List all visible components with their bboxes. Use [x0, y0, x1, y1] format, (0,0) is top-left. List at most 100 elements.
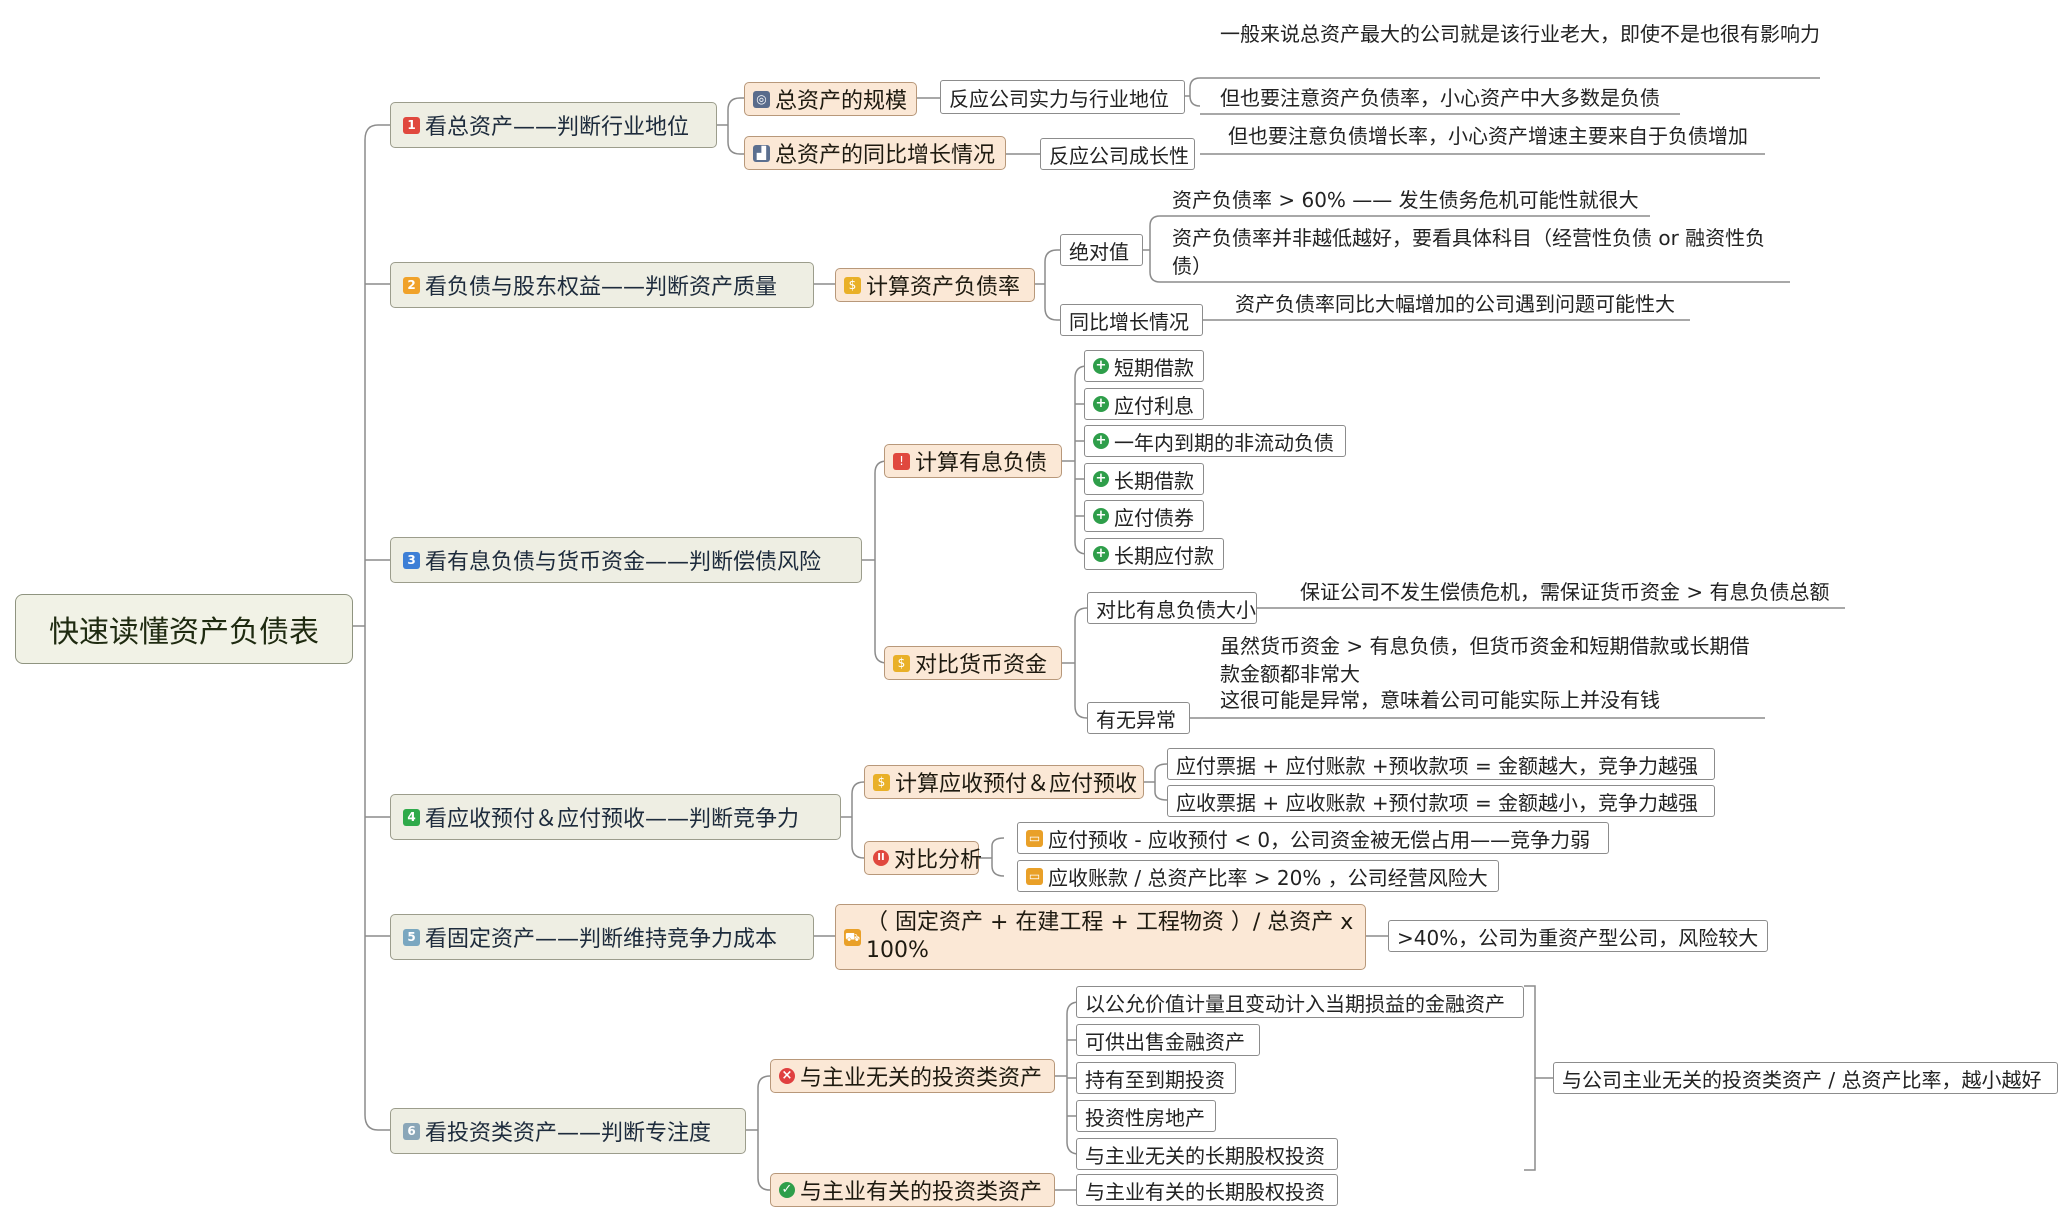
- leaf-label: 投资性房地产: [1085, 1105, 1205, 1130]
- leaf-absolute-value[interactable]: 绝对值: [1060, 234, 1143, 266]
- leaf-label: 应付预收 - 应收预付 < 0，公司资金被无偿占用——竞争力弱: [1048, 827, 1591, 852]
- leaf-compare-debt-size[interactable]: 对比有息负债大小: [1087, 592, 1257, 624]
- leaf-label: 与主业有关的长期股权投资: [1085, 1179, 1325, 1204]
- cross-circle-icon: ×: [779, 1068, 795, 1084]
- leaf-payables-formula[interactable]: 应付票据 + 应付账款 +预收款项 = 金额越大，竞争力越强: [1167, 748, 1715, 780]
- subtopic-related-investments[interactable]: ✓ 与主业有关的投资类资产: [770, 1173, 1055, 1207]
- branch-2-topic[interactable]: 2 看负债与股东权益——判断资产质量: [390, 262, 814, 308]
- priority-2-icon: 2: [403, 276, 420, 294]
- leaf-anomaly[interactable]: 有无异常: [1087, 702, 1190, 734]
- leaf-receivables-formula[interactable]: 应收票据 + 应收账款 +预付款项 = 金额越小，竞争力越强: [1167, 785, 1715, 817]
- note-debt-ratio-increase: 资产负债率同比大幅增加的公司遇到问题可能性大: [1235, 292, 1675, 316]
- thermometer-icon: !: [893, 452, 910, 470]
- subtopic-label: 与主业无关的投资类资产: [800, 1066, 1043, 1091]
- note-cash-greater-than-debt: 保证公司不发生偿债危机，需保证货币资金 > 有息负债总额: [1300, 580, 1830, 604]
- leaf-available-for-sale[interactable]: 可供出售金融资产: [1076, 1024, 1260, 1056]
- leaf-investment-property[interactable]: 投资性房地产: [1076, 1100, 1216, 1132]
- subtopic-label: 计算资产负债率: [866, 275, 1021, 300]
- leaf-label: 反应公司成长性: [1049, 143, 1189, 168]
- branch-6-topic[interactable]: 6 看投资类资产——判断专注度: [390, 1108, 746, 1154]
- priority-1-icon: 1: [403, 116, 420, 134]
- subtopic-label: （ 固定资产 + 在建工程 + 工程物资 ）/ 总资产 x 100%: [866, 910, 1354, 963]
- leaf-investment-ratio-summary[interactable]: 与公司主业无关的投资类资产 / 总资产比率，越小越好: [1553, 1062, 2058, 1094]
- note-industry-leader: 一般来说总资产最大的公司就是该行业老大，即使不是也很有影响力: [1220, 22, 1820, 46]
- plus-circle-icon: +: [1093, 508, 1109, 524]
- leaf-label: 与主业无关的长期股权投资: [1085, 1143, 1325, 1168]
- subtopic-total-assets-growth[interactable]: ▟ 总资产的同比增长情况: [744, 136, 1006, 170]
- leaf-fair-value-assets[interactable]: 以公允价值计量且变动计入当期损益的金融资产: [1076, 986, 1524, 1018]
- leaf-current-noncurrent-liabilities[interactable]: + 一年内到期的非流动负债: [1084, 425, 1346, 457]
- leaf-label: 持有至到期投资: [1085, 1067, 1225, 1092]
- comment-icon: ▭: [1026, 867, 1043, 885]
- leaf-label: 应付债券: [1114, 505, 1194, 530]
- branch-5-topic[interactable]: 5 看固定资产——判断维持竞争力成本: [390, 914, 814, 960]
- branch-5-label: 看固定资产——判断维持竞争力成本: [425, 927, 778, 952]
- subtopic-comparative-analysis[interactable]: II 对比分析: [864, 841, 983, 875]
- branch-1-label: 看总资产——判断行业地位: [425, 115, 690, 140]
- leaf-yoy-growth[interactable]: 同比增长情况: [1060, 304, 1203, 336]
- subtopic-label: 计算应收预付＆应付预收: [895, 772, 1138, 797]
- subtopic-debt-ratio[interactable]: $ 计算资产负债率: [835, 268, 1035, 302]
- root-label: 快速读懂资产负债表: [49, 615, 319, 650]
- leaf-interest-payable[interactable]: + 应付利息: [1084, 388, 1204, 420]
- subtopic-label: 与主业有关的投资类资产: [800, 1180, 1043, 1205]
- branch-1-topic[interactable]: 1 看总资产——判断行业地位: [390, 102, 717, 148]
- check-circle-icon: ✓: [779, 1182, 795, 1198]
- subtopic-label: 对比货币资金: [915, 653, 1048, 678]
- subtopic-unrelated-investments[interactable]: × 与主业无关的投资类资产: [770, 1059, 1055, 1093]
- subtopic-label: 总资产的规模: [775, 89, 908, 114]
- leaf-label: 短期借款: [1114, 355, 1194, 380]
- leaf-company-growth[interactable]: 反应公司成长性: [1040, 138, 1195, 170]
- leaf-label: 一年内到期的非流动负债: [1114, 430, 1334, 455]
- subtopic-label: 总资产的同比增长情况: [775, 143, 996, 168]
- money-bag-icon: $: [844, 276, 861, 294]
- plus-circle-icon: +: [1093, 433, 1109, 449]
- root-topic[interactable]: 快速读懂资产负债表: [15, 594, 353, 664]
- dollar-icon: $: [893, 654, 910, 672]
- subtopic-fixed-assets-formula[interactable]: ⛟ （ 固定资产 + 在建工程 + 工程物资 ）/ 总资产 x 100%: [835, 904, 1366, 970]
- comment-icon: ▭: [1026, 829, 1043, 847]
- plus-circle-icon: +: [1093, 471, 1109, 487]
- subtopic-interest-bearing-debt[interactable]: ! 计算有息负债: [884, 444, 1062, 478]
- leaf-heavy-asset[interactable]: >40%，公司为重资产型公司，风险较大: [1388, 920, 1768, 952]
- leaf-long-term-loans[interactable]: + 长期借款: [1084, 463, 1204, 495]
- note-may-be-anomaly: 这很可能是异常，意味着公司可能实际上并没有钱: [1220, 688, 1660, 712]
- leaf-label: 对比有息负债大小: [1096, 597, 1256, 622]
- subtopic-label: 对比分析: [894, 848, 983, 873]
- leaf-bonds-payable[interactable]: + 应付债券: [1084, 500, 1204, 532]
- subtopic-compare-cash[interactable]: $ 对比货币资金: [884, 646, 1062, 680]
- leaf-long-term-payables[interactable]: + 长期应付款: [1084, 538, 1224, 570]
- note-debt-ratio-caution: 但也要注意资产负债率，小心资产中大多数是负债: [1220, 86, 1660, 110]
- priority-3-icon: 3: [403, 551, 420, 569]
- cart-icon: ⛟: [844, 928, 861, 946]
- leaf-label: 可供出售金融资产: [1085, 1029, 1245, 1054]
- plus-circle-icon: +: [1093, 396, 1109, 412]
- leaf-label: 应收账款 / 总资产比率 > 20% ，公司经营风险大: [1048, 865, 1488, 890]
- leaf-short-term-loans[interactable]: + 短期借款: [1084, 350, 1204, 382]
- leaf-unrelated-equity[interactable]: 与主业无关的长期股权投资: [1076, 1138, 1338, 1170]
- leaf-label: 应付票据 + 应付账款 +预收款项 = 金额越大，竞争力越强: [1176, 753, 1699, 778]
- branch-3-label: 看有息负债与货币资金——判断偿债风险: [425, 550, 822, 575]
- subtopic-receivables-payables[interactable]: $ 计算应收预付＆应付预收: [864, 765, 1144, 799]
- branch-4-label: 看应收预付＆应付预收——判断竞争力: [425, 807, 800, 832]
- leaf-label: >40%，公司为重资产型公司，风险较大: [1397, 925, 1759, 950]
- leaf-label: 绝对值: [1069, 239, 1129, 264]
- branch-3-topic[interactable]: 3 看有息负债与货币资金——判断偿债风险: [390, 537, 862, 583]
- note-debt-ratio-not-lower-better: 资产负债率并非越低越好，要看具体科目（经营性负债 or 融资性负债）: [1172, 226, 1766, 278]
- note-debt-ratio-60: 资产负债率 > 60% —— 发生债务危机可能性就很大: [1172, 188, 1639, 212]
- leaf-company-strength[interactable]: 反应公司实力与行业地位: [940, 80, 1185, 114]
- leaf-label: 与公司主业无关的投资类资产 / 总资产比率，越小越好: [1562, 1067, 2042, 1092]
- priority-6-icon: 6: [403, 1122, 420, 1140]
- note-debt-growth-caution: 但也要注意负债增长率，小心资产增速主要来自于负债增加: [1228, 124, 1748, 148]
- leaf-label: 应收票据 + 应收账款 +预付款项 = 金额越小，竞争力越强: [1176, 790, 1699, 815]
- leaf-label: 同比增长情况: [1069, 309, 1189, 334]
- leaf-held-to-maturity[interactable]: 持有至到期投资: [1076, 1062, 1236, 1094]
- branch-4-topic[interactable]: 4 看应收预付＆应付预收——判断竞争力: [390, 794, 841, 840]
- note-large-cash-and-loans: 虽然货币资金 > 有息负债，但货币资金和短期借款或长期借款金额都非常大: [1220, 634, 1750, 686]
- priority-4-icon: 4: [403, 808, 420, 826]
- subtopic-total-assets-scale[interactable]: ◎ 总资产的规模: [744, 82, 917, 116]
- leaf-label: 应付利息: [1114, 393, 1194, 418]
- leaf-related-equity[interactable]: 与主业有关的长期股权投资: [1076, 1174, 1338, 1206]
- leaf-funds-occupied[interactable]: ▭ 应付预收 - 应收预付 < 0，公司资金被无偿占用——竞争力弱: [1017, 822, 1609, 854]
- leaf-receivables-ratio[interactable]: ▭ 应收账款 / 总资产比率 > 20% ，公司经营风险大: [1017, 860, 1499, 892]
